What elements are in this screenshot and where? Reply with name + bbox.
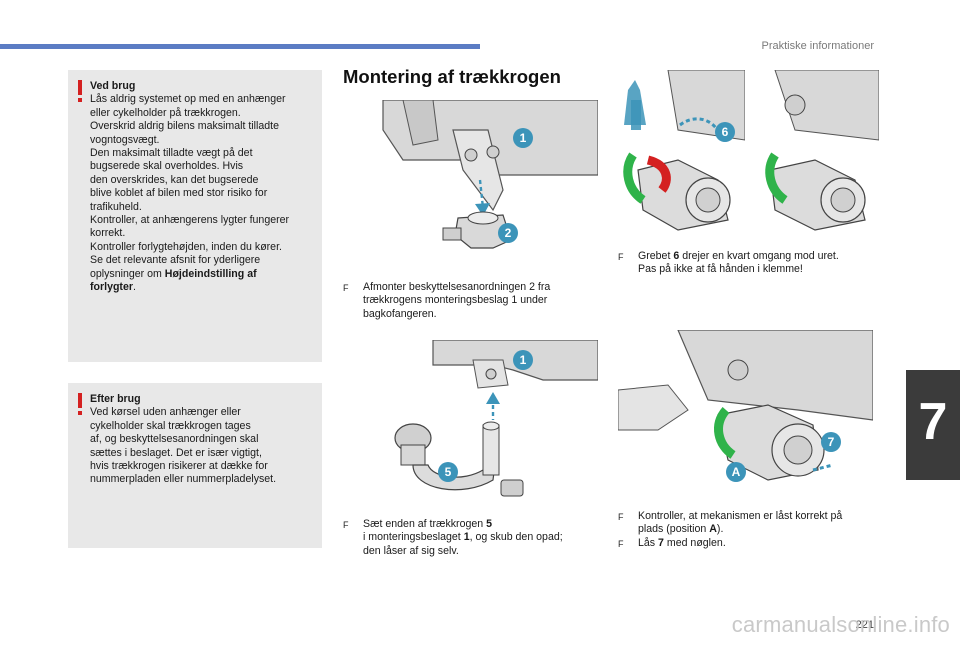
callout-1: 1 [520,131,527,145]
chapter-tab: 7 [906,370,960,480]
warning-text: Ved brug Lås aldrig systemet op med en a… [90,80,316,295]
step-bullet-icon: F [618,538,624,549]
illustration-lock-key: 7 A [618,330,873,495]
warning-line: bugserede skal overholdes. Hvis [90,160,244,173]
step-line: den låser af sig selv. [363,544,459,557]
warning-line: den overskrides, kan det bugserede [90,173,259,186]
step-line: plads (position A). [638,523,724,536]
warning-line: Kontroller, at anhængerens lygter funger… [90,214,290,227]
cross-reference: forlygter [90,281,133,294]
watermark: carmanualsonline.info [731,612,950,637]
callout-1: 1 [520,353,527,367]
warning-line: Ved kørsel uden anhænger eller [90,406,241,419]
section-title: Praktiske informationer [761,40,875,52]
warning-line: blive koblet af bilen med stor risiko fo… [90,187,268,200]
warning-exclamation-icon [76,80,84,102]
warning-line: Kontroller forlygtehøjden, inden du køre… [90,240,282,253]
step-line: Afmonter beskyttelsesanordningen 2 fra [363,281,551,293]
callout-7: 7 [828,435,835,449]
callout-5: 5 [445,465,452,479]
warning-line: nummerpladen eller nummerpladelyset. [90,473,277,486]
header-accent-bar [0,44,480,49]
illustration-handle-turn: 6 [618,70,745,240]
step-line: Pas på ikke at få hånden i klemme! [638,263,803,276]
step-check-lock: F Kontroller, at mekanismen er låst korr… [618,510,883,550]
warning-line: Se det relevante afsnit for yderligere [90,254,261,267]
warning-line: Den maksimalt tilladte vægt på det [90,147,253,160]
warning-line: oplysninger om Højdeindstilling af [90,267,257,280]
cross-reference: Højdeindstilling af [164,267,257,280]
warning-line: Overskrid aldrig bilens maksimalt tillad… [90,120,279,133]
warning-box-usage: Ved brug Lås aldrig systemet op med en a… [68,70,322,362]
illustration-handle-locked [755,70,879,240]
page-title: Montering af trækkrogen [343,66,561,87]
step-insert-towbar: F Sæt enden af trækkrogen 5 i monterings… [343,518,598,558]
warning-line: eller cykelholder på trækkrogen. [90,106,241,119]
page-number: 221 [855,619,874,631]
step-bullet-icon: F [343,520,349,530]
step-line: trækkrogens monteringsbeslag 1 under [363,294,548,307]
callout-6: 6 [722,125,729,139]
step-bullet-icon: F [343,283,349,293]
callout-A: A [732,465,741,479]
chapter-number: 7 [918,393,948,451]
step-line: Sæt enden af trækkrogen 5 [363,518,492,530]
warning-line: hvis trækkrogen risikerer at dække for [90,460,268,473]
step-lock-key: F Lås 7 med nøglen. [618,537,883,550]
warning-line: af, og beskyttelsesanordningen skal [90,433,259,446]
step-line: bagkofangeren. [363,307,437,320]
illustration-insert-towbar: 1 5 [343,340,598,505]
warning-line: cykelholder skal trækkrogen tages [90,419,251,432]
warning-line: vogntogsvægt. [90,133,160,146]
step-turn-handle: F Grebet 6 drejer en kvart omgang mod ur… [618,250,880,277]
warning-text: Efter brug Ved kørsel uden anhænger elle… [90,393,316,487]
step-line: i monteringsbeslaget 1, og skub den opad… [363,531,563,544]
step-remove-protector: F Afmonter beskyttelsesanordningen 2 fra… [343,281,598,321]
warning-box-after-use: Efter brug Ved kørsel uden anhænger elle… [68,383,322,548]
step-bullet-icon: F [618,252,624,262]
warning-line: forlygter. [90,281,136,294]
callout-2: 2 [505,226,512,240]
warning-heading: Efter brug [90,393,141,405]
warning-line: korrekt. [90,227,126,240]
warning-line: trafikuheld. [90,200,142,213]
warning-exclamation-icon [76,393,84,415]
step-line: Kontroller, at mekanismen er låst korrek… [638,510,843,522]
step-line: Grebet 6 drejer en kvart omgang mod uret… [638,250,839,262]
warning-line: Lås aldrig systemet op med en anhænger [90,93,286,106]
illustration-remove-cap: 1 2 [343,100,598,265]
step-line: Lås 7 med nøglen. [638,536,726,549]
step-bullet-icon: F [618,512,624,522]
warning-line: sættes i beslaget. Det er især vigtigt, [90,446,262,459]
warning-heading: Ved brug [90,80,136,92]
